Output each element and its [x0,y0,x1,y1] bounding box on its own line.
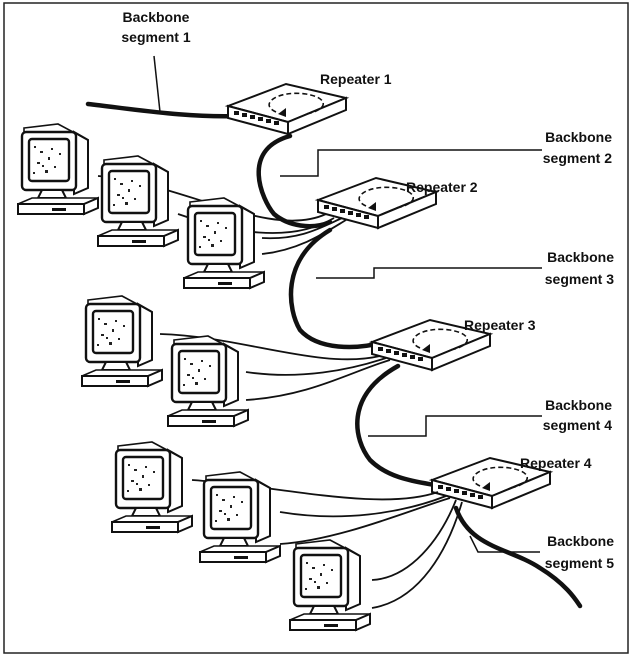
label-repeater-3: Repeater 3 [464,317,536,333]
label-backbone-4-line1: Backbone [545,397,612,413]
label-backbone-1-line1: Backbone [123,9,190,25]
label-backbone-5-line1: Backbone [547,533,614,549]
label-backbone-2-line2: segment 2 [543,150,612,166]
workstation-7 [198,470,282,564]
backbone-segment-5-cable [453,505,583,609]
workstation-8 [288,538,372,632]
backbone-cables [85,101,583,609]
workstation-4 [80,294,164,388]
backbone-segment-1-cable [85,101,243,119]
backbone-segment-4-cable [355,363,443,489]
label-backbone-3-line2: segment 3 [545,271,614,287]
workstation-3 [182,196,266,290]
label-backbone-3-line1: Backbone [547,249,614,265]
label-backbone-5-line2: segment 5 [545,555,614,571]
backbone-segment-2-cable [256,133,333,229]
workstation-2 [96,154,180,248]
label-repeater-4: Repeater 4 [520,455,592,471]
label-backbone-4-line2: segment 4 [543,417,612,433]
backbone-segment-3-cable [288,227,387,350]
workstation-5 [166,334,250,428]
workstation-1 [16,122,100,216]
workstation-6 [110,440,194,534]
label-backbone-1-line2: segment 1 [121,29,190,45]
leader-lines [153,55,542,553]
label-repeater-2: Repeater 2 [406,179,478,195]
repeater-1 [227,83,347,135]
label-backbone-2-line1: Backbone [545,129,612,145]
figure-frame [3,2,629,654]
label-repeater-1: Repeater 1 [320,71,392,87]
